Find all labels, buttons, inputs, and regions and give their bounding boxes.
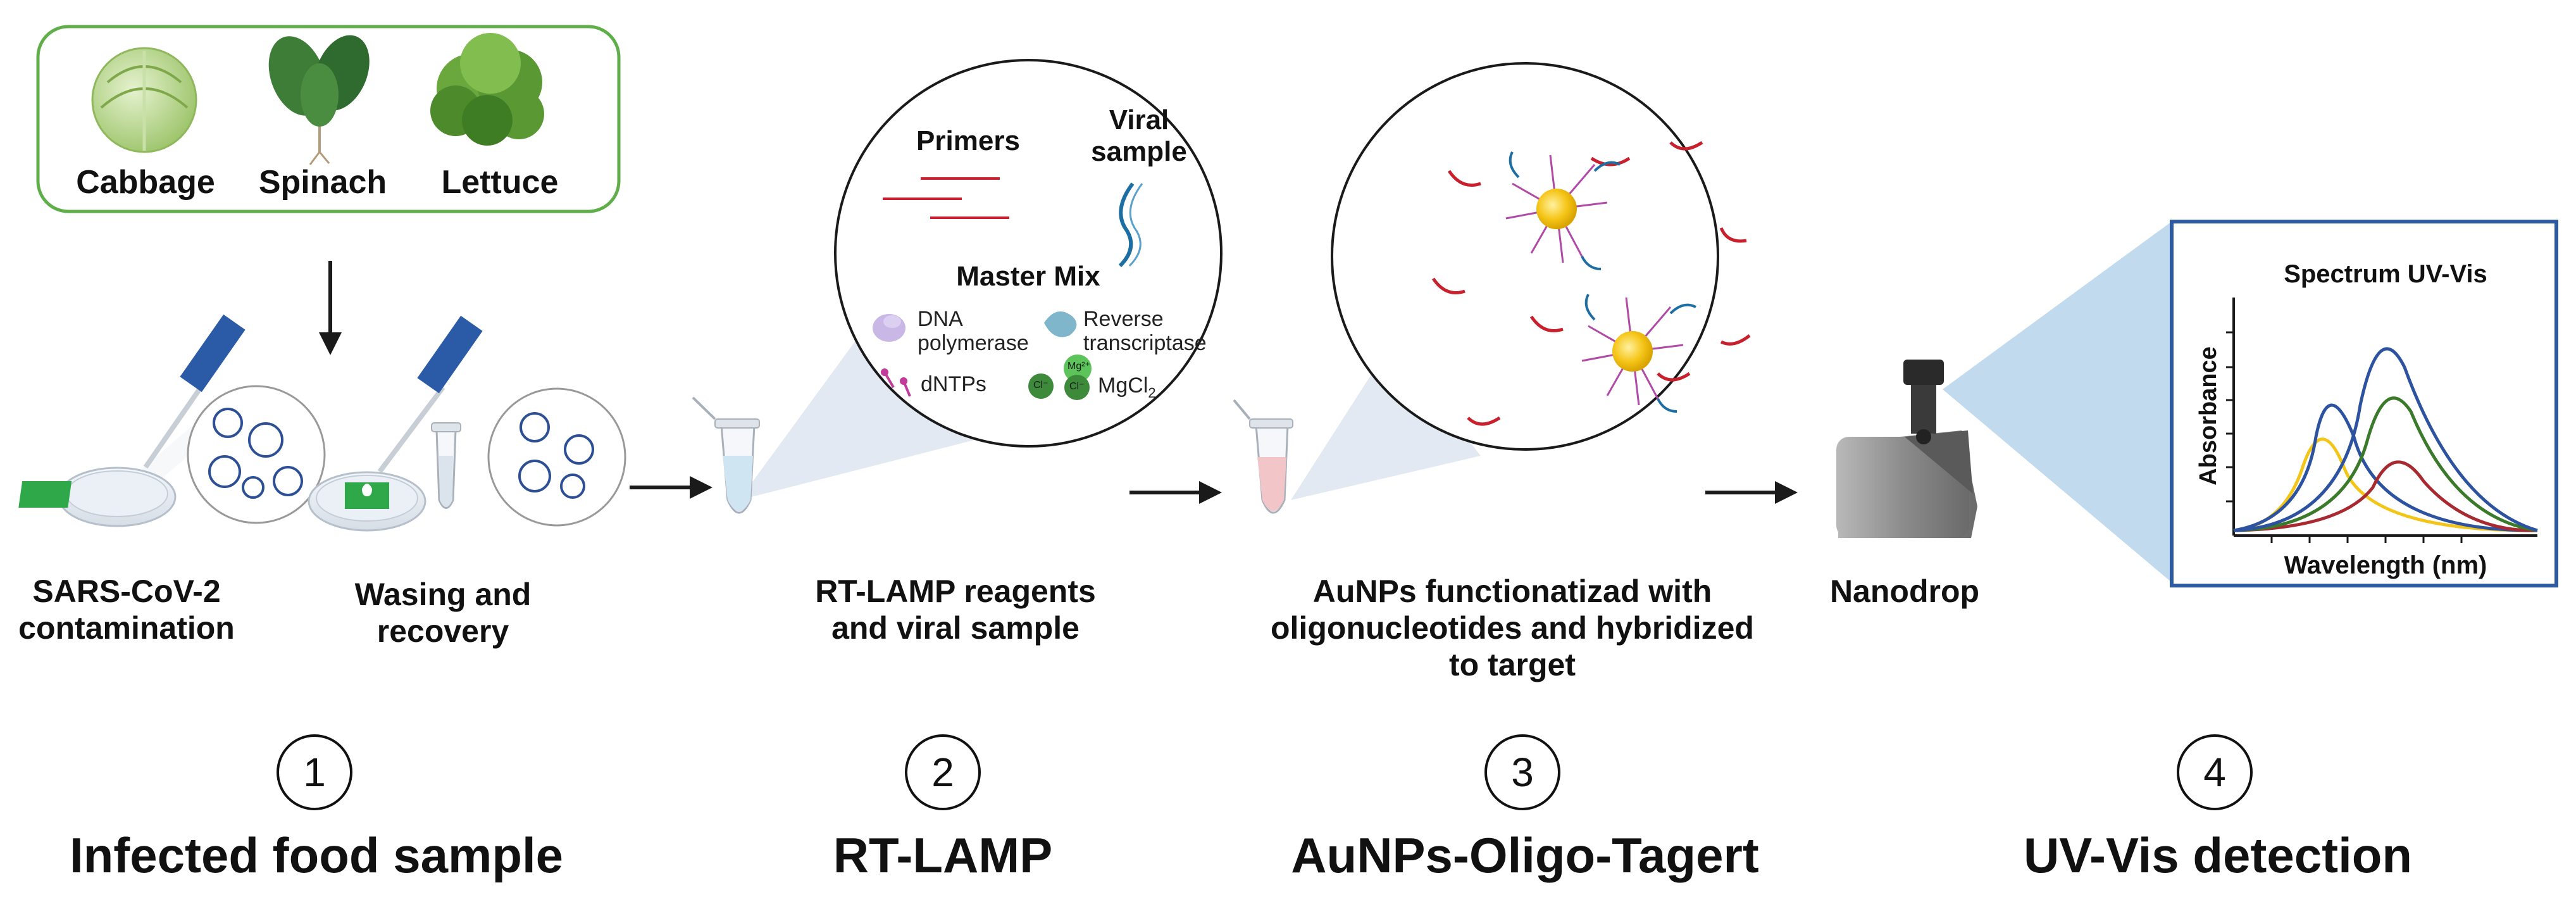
dna-polymerase-line1: DNA <box>918 307 963 331</box>
viral-sample-line2: sample <box>1091 136 1187 167</box>
primers-icon <box>883 177 1009 219</box>
step-title-1: Infected food sample <box>69 827 564 883</box>
target-rna-fragments <box>1431 141 1751 426</box>
viral-sample-line1: Viral <box>1109 104 1169 135</box>
contamination-caption: SARS-CoV-2 contamination <box>13 573 240 646</box>
master-mix-label: Master Mix <box>956 261 1100 292</box>
washing-caption-line2: recovery <box>376 613 509 649</box>
gold-nanoparticle-2 <box>1581 294 1696 413</box>
mgcl2-subscript: 2 <box>1148 384 1156 401</box>
contaminated-dish-icon <box>18 314 326 527</box>
spinach-icon <box>268 35 370 165</box>
nanodrop-icon <box>1836 360 1977 538</box>
dntps-icon <box>881 368 911 397</box>
curve-red <box>2233 460 2538 532</box>
curve-yellow <box>2233 437 2538 532</box>
nanodrop-caption: Nanodrop <box>1829 574 1980 609</box>
mg-ion-label: Mg²⁺ <box>1067 361 1090 372</box>
dna-polymerase-line2: polymerase <box>918 331 1029 355</box>
spectrum-curves <box>2233 347 2538 532</box>
curve-green <box>2233 396 2538 532</box>
spectrum-ylabel: Absorbance <box>2195 346 2222 486</box>
aunp-caption: AuNPs functionatizad with oligonucleotid… <box>1228 573 1797 683</box>
lettuce-label: Lettuce <box>441 164 559 201</box>
zoom-cone-2 <box>739 317 987 500</box>
aunp-tube-icon <box>1233 399 1293 514</box>
zoom-cone-3 <box>1291 342 1481 500</box>
cabbage-icon <box>91 47 197 153</box>
viral-rna-icon <box>1118 182 1143 268</box>
reverse-transcriptase-line2: transcriptase <box>1083 331 1207 355</box>
step-title-2: RT-LAMP <box>833 827 1053 883</box>
rt-lamp-caption: RT-LAMP reagents and viral sample <box>785 573 1126 646</box>
reverse-transcriptase-line1: Reverse <box>1083 307 1164 331</box>
step-number-2: 2 <box>905 734 981 810</box>
step-title-4: UV-Vis detection <box>2023 827 2413 883</box>
reverse-transcriptase-label: Reverse transcriptase <box>1083 307 1207 355</box>
rt-lamp-caption-line2: and viral sample <box>831 610 1080 646</box>
washing-dish-icon <box>308 315 626 532</box>
rt-lamp-caption-line1: RT-LAMP reagents <box>815 574 1096 609</box>
master-mix-zoom-circle <box>834 59 1223 448</box>
spinach-label: Spinach <box>258 164 387 201</box>
dna-polymerase-icon <box>873 314 905 342</box>
spectrum-xlabel: Wavelength (nm) <box>2284 551 2487 579</box>
spectrum-title: Spectrum UV-Vis <box>2284 260 2487 288</box>
aunp-zoom-circle <box>1331 62 1719 451</box>
dna-polymerase-label: DNA polymerase <box>918 307 1029 355</box>
step-number-3: 3 <box>1484 734 1560 810</box>
cl-ion-label-2: Cl⁻ <box>1069 381 1085 392</box>
washing-caption-line1: Wasing and <box>354 577 532 612</box>
gold-nanoparticle-1 <box>1505 151 1621 270</box>
viral-sample-label: Viral sample <box>1069 104 1209 168</box>
reverse-transcriptase-icon <box>1044 311 1077 337</box>
aunp-caption-line2: oligonucleotides and hybridized <box>1271 610 1754 646</box>
step-number-4: 4 <box>2177 734 2253 810</box>
curve-blue-small <box>2233 403 2538 532</box>
mgcl2-icon <box>1028 354 1092 400</box>
step-number-1: 1 <box>277 734 352 810</box>
cl-ion-label-1: Cl⁻ <box>1033 380 1048 391</box>
primers-label: Primers <box>916 125 1020 156</box>
step-title-3: AuNPs-Oligo-Tagert <box>1291 827 1759 883</box>
washing-caption: Wasing and recovery <box>316 576 569 649</box>
aunp-caption-line1: AuNPs functionatizad with <box>1312 574 1712 609</box>
mgcl2-label: MgCl2 <box>1098 373 1156 405</box>
contamination-caption-line1: SARS-CoV-2 <box>32 574 221 609</box>
mgcl2-text: MgCl <box>1098 373 1148 398</box>
spectrum-cone <box>1943 222 2172 582</box>
curve-blue-large <box>2233 347 2538 532</box>
aunp-caption-line3: to target <box>1449 647 1576 682</box>
contamination-caption-line2: contamination <box>18 610 235 646</box>
cabbage-label: Cabbage <box>76 164 215 201</box>
dntps-label: dNTPs <box>921 372 986 396</box>
rt-lamp-tube-icon <box>692 396 760 514</box>
lettuce-icon <box>430 33 544 146</box>
